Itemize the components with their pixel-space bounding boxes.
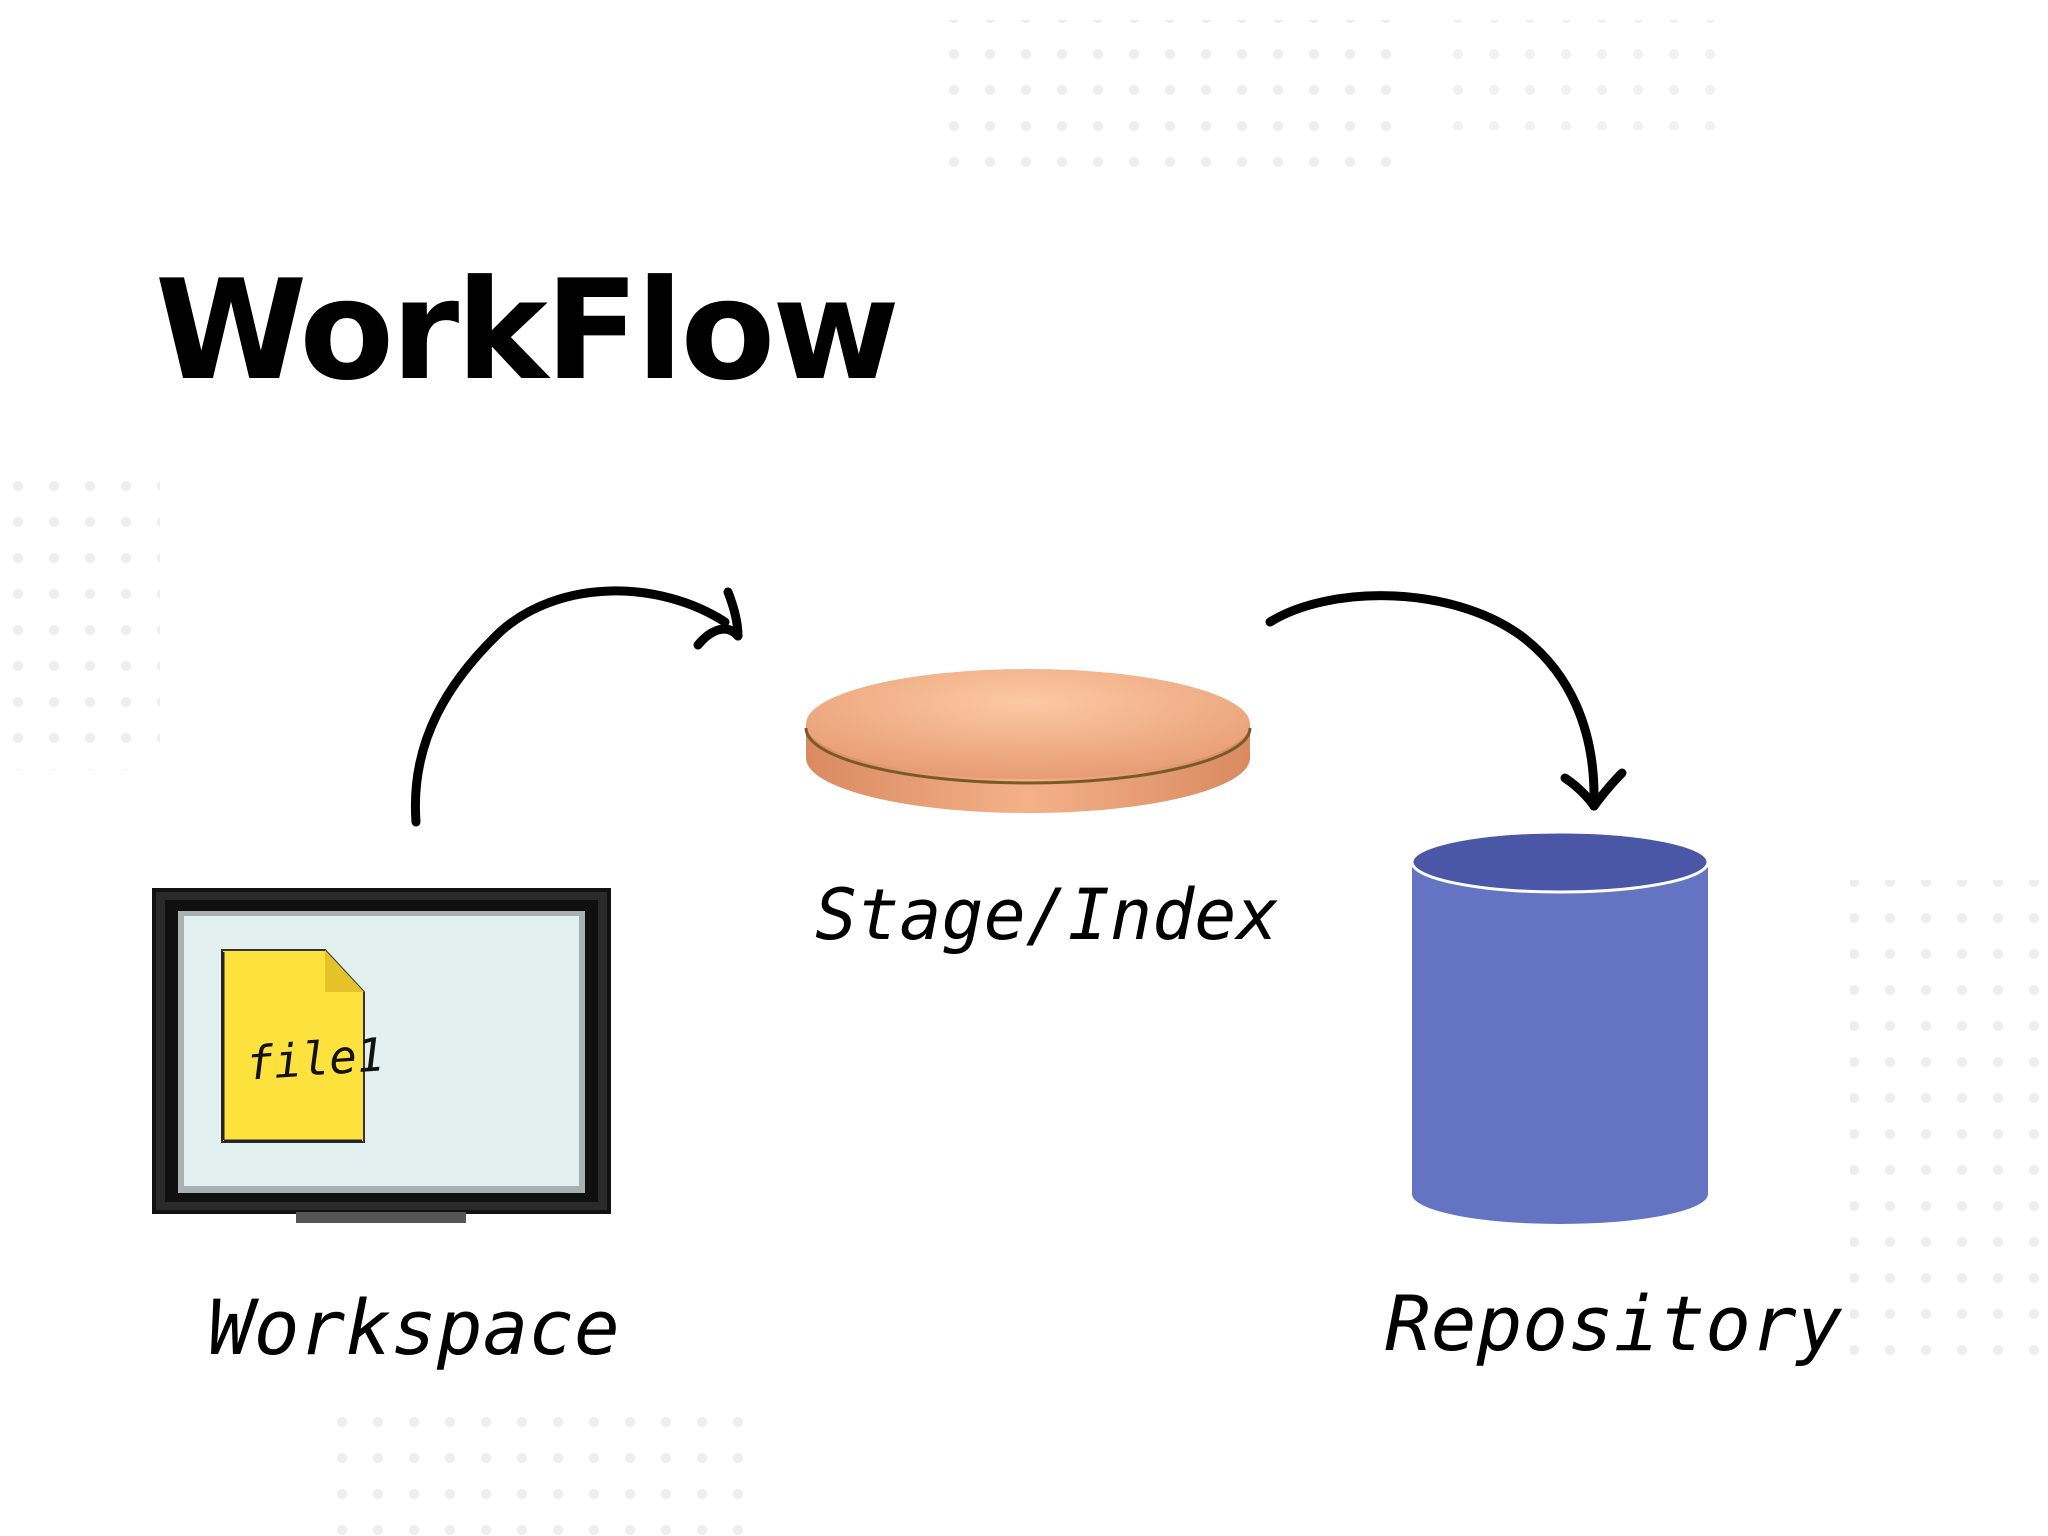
arrow-stage-to-repository: [1265, 591, 1627, 811]
arrow-workspace-to-stage: [410, 586, 743, 827]
background-dots: [0, 20, 2048, 1536]
page-title: WorkFlow: [155, 250, 900, 411]
workspace-label: Workspace: [208, 1283, 620, 1372]
file-icon: [221, 949, 365, 1143]
monitor-icon: [152, 888, 611, 1223]
stage-disc-icon: [804, 669, 1252, 813]
stage-index-label: Stage/Index: [815, 874, 1279, 956]
file-label: file1: [244, 1027, 387, 1091]
repository-label: Repository: [1385, 1279, 1843, 1368]
repository-cylinder-icon: [1410, 830, 1710, 1224]
